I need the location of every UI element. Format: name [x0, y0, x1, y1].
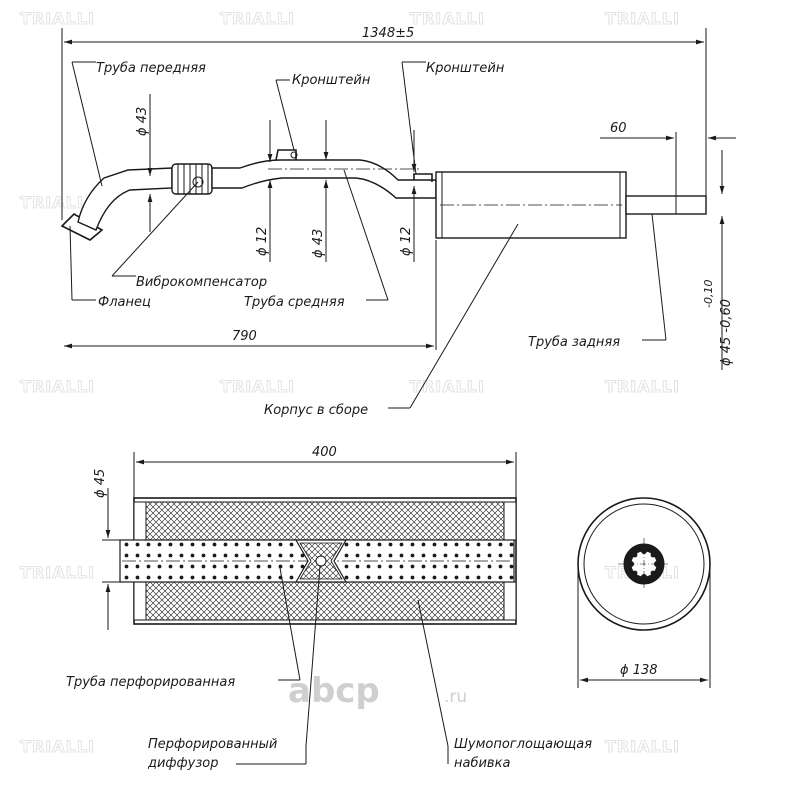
- label-mid-pipe: Труба средняя: [244, 295, 345, 310]
- dim-tail: 60: [600, 121, 736, 196]
- label-diffuser-line2: диффузор: [147, 756, 218, 771]
- dim-section-length: 400: [312, 445, 337, 460]
- label-vibro: Виброкомпенсатор: [136, 275, 267, 290]
- label-absorb-line2: набивка: [454, 756, 510, 771]
- dim-bracket-1-diameter: ϕ 12: [255, 227, 270, 256]
- vibro-compensator: [171, 163, 213, 195]
- label-bracket-2: Кронштейн: [426, 61, 505, 76]
- label-absorb-line1: Шумопоглощающая: [454, 737, 592, 752]
- label-diffuser-line1: Перфорированный: [148, 737, 277, 752]
- label-perforated-pipe: Труба перфорированная: [66, 675, 235, 690]
- dim-rear-pipe-diameter: ϕ 45 -0,60: [719, 299, 734, 366]
- dim-diameters: ϕ 43 ϕ 12 ϕ 43 ϕ 12 ϕ 45 -0,60 -0,10: [135, 94, 734, 370]
- watermark: TRIALLI: [410, 9, 485, 28]
- watermark: TRIALLI: [20, 193, 95, 212]
- dim-bracket-2-diameter: ϕ 12: [399, 227, 414, 256]
- dim-rear-pipe-tolerance: -0,10: [702, 280, 715, 308]
- watermark: TRIALLI: [220, 9, 295, 28]
- dim-mid-pipe-diameter: ϕ 43: [311, 229, 326, 258]
- dim-inner-diameter: ϕ 45: [93, 469, 108, 498]
- label-front-pipe: Труба передняя: [96, 61, 206, 76]
- front-pipe: [77, 167, 173, 231]
- watermark: TRIALLI: [20, 563, 95, 582]
- watermark: TRIALLI: [605, 9, 680, 28]
- end-view: ϕ 138: [577, 497, 711, 688]
- dim-body-diameter: ϕ 138: [620, 663, 658, 678]
- dim-overall: 1348±5: [61, 26, 707, 220]
- exhaust-assembly: [60, 149, 707, 241]
- watermark: TRIALLI: [20, 737, 95, 756]
- brand-logo: abcp .ru: [288, 671, 467, 711]
- watermark: TRIALLI: [410, 377, 485, 396]
- bracket-2: [413, 173, 433, 182]
- dim-overall-label: 1348±5: [362, 26, 414, 41]
- mid-pipe: [211, 159, 437, 199]
- watermark: TRIALLI: [605, 737, 680, 756]
- bracket-1: [275, 149, 297, 161]
- label-flange: Фланец: [98, 295, 151, 310]
- dim-front-pipe-diameter: ϕ 43: [135, 107, 150, 136]
- watermark: TRIALLI: [605, 377, 680, 396]
- brand-logo-suffix: .ru: [444, 687, 467, 707]
- rear-pipe: [625, 195, 707, 215]
- section-view: 400 ϕ 45 Труба перфорированная Перф: [66, 445, 592, 771]
- label-rear-pipe: Труба задняя: [528, 335, 620, 350]
- label-bracket-1: Кронштейн: [292, 73, 371, 88]
- watermarks: TRIALLI TRIALLI TRIALLI TRIALLI TRIALLI …: [20, 9, 680, 757]
- watermark: TRIALLI: [20, 377, 95, 396]
- flange: [60, 213, 104, 241]
- dim-tail-label: 60: [610, 121, 627, 136]
- watermark: TRIALLI: [220, 377, 295, 396]
- dim-front-length-label: 790: [232, 329, 257, 344]
- dim-front-length: 790: [64, 240, 437, 350]
- brand-logo-main: abcp: [288, 671, 380, 711]
- watermark: TRIALLI: [20, 9, 95, 28]
- leaders-top: Труба передняя Кронштейн Кронштейн Вибро…: [69, 61, 667, 418]
- label-body: Корпус в сборе: [264, 403, 368, 418]
- perforated-diffuser: [294, 539, 348, 583]
